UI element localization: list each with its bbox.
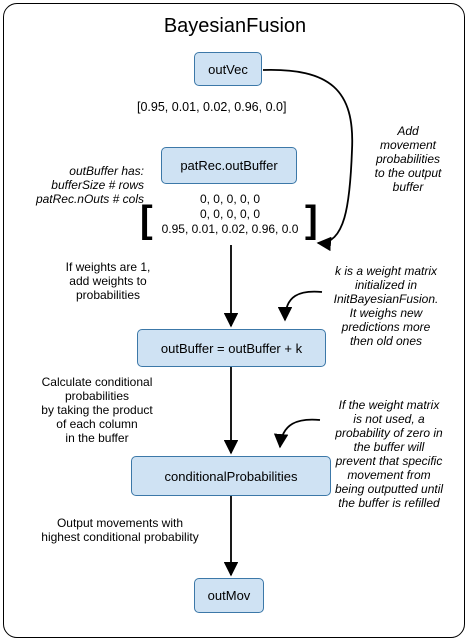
node-outmov[interactable]: outMov xyxy=(194,578,264,613)
arrow-outvec-to-buffer xyxy=(262,69,354,252)
note-output-movements: Output movements with highest conditiona… xyxy=(41,516,199,544)
outvec-values: [0.95, 0.01, 0.02, 0.96, 0.0] xyxy=(137,100,287,114)
node-patrec-outbuffer[interactable]: patRec.outBuffer xyxy=(161,147,297,184)
note-calc-conditional: Calculate conditional probabilities by t… xyxy=(41,375,153,445)
note-weights-one: If weights are 1, add weights to probabi… xyxy=(65,260,151,302)
diagram-title: BayesianFusion xyxy=(163,15,307,37)
matrix-row-2: 0, 0, 0, 0, 0 xyxy=(199,207,261,221)
note-add-movement: Add movement probabilities to the output… xyxy=(374,124,442,194)
matrix-right-bracket: ] xyxy=(305,199,318,241)
arrow-weight-note xyxy=(273,418,321,449)
matrix-left-bracket: [ xyxy=(140,199,153,241)
matrix-row-1: 0, 0, 0, 0, 0 xyxy=(199,192,261,206)
note-weight-unused: If the weight matrix is not used, a prob… xyxy=(334,398,444,510)
node-outvec[interactable]: outVec xyxy=(194,52,262,86)
note-k-matrix: k is a weight matrix initialized in Init… xyxy=(333,264,439,348)
node-conditional-probabilities[interactable]: conditionalProbabilities xyxy=(131,456,331,496)
node-outbuffer-update[interactable]: outBuffer = outBuffer + k xyxy=(137,329,326,367)
arrow-k-note xyxy=(277,290,323,322)
matrix-row-3: 0.95, 0.01, 0.02, 0.96, 0.0 xyxy=(161,222,299,236)
diagram-frame xyxy=(3,3,465,638)
note-outbuffer-has: outBuffer has: bufferSize # rows patRec.… xyxy=(35,164,144,206)
